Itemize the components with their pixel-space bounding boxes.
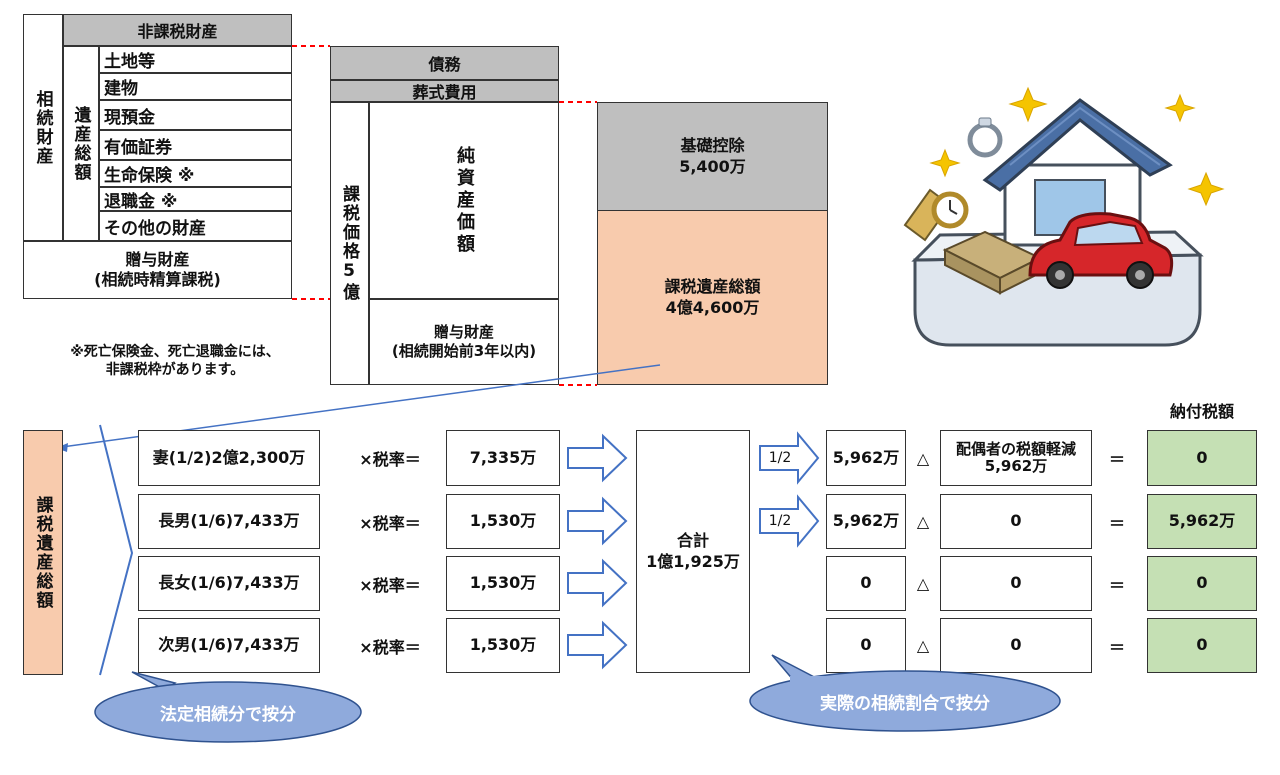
watch-icon	[903, 188, 969, 242]
equals-sign: ＝	[1108, 637, 1125, 657]
callout-statutory-share: 法定相続分で按分	[160, 704, 296, 725]
item-retirement: 退職金 ※	[99, 187, 292, 212]
payable-tax: 0	[1147, 618, 1257, 673]
gift-property-settlement: 贈与財産 (相続時精算課税)	[23, 241, 292, 299]
share-amount: 0	[826, 556, 906, 611]
ratio-label: 1/2	[768, 450, 792, 466]
total-tax-box: 合計 1億1,925万	[636, 430, 750, 673]
sparkle-icon	[929, 148, 961, 178]
item-securities: 有価証券	[99, 130, 292, 160]
tax-amount: 1,530万	[446, 618, 560, 673]
minus-triangle: △	[916, 574, 930, 593]
tax-rate-op: ×税率＝	[359, 575, 421, 595]
taxable-estate-total-box: 課税遺産総額 4億4,600万	[597, 211, 828, 385]
taxable-estate-total-vertical: 課税遺産総額	[23, 430, 63, 675]
gross-estate-label: 遺産総額	[63, 46, 99, 241]
ring-icon	[967, 122, 1003, 158]
tax-reduction: 0	[940, 494, 1092, 549]
item-land: 土地等	[99, 46, 292, 73]
payable-tax: 5,962万	[1147, 494, 1257, 549]
gift-property-3years: 贈与財産 (相続開始前3年以内)	[369, 299, 559, 385]
tax-rate-op: ×税率＝	[359, 450, 421, 469]
tax-amount: 1,530万	[446, 556, 560, 611]
minus-triangle: △	[916, 512, 930, 531]
basic-deduction-box: 基礎控除 5,400万	[597, 102, 828, 211]
taxable-price-label: 課税価格5億	[330, 102, 369, 385]
sparkle-icon	[1164, 93, 1196, 123]
payable-tax-header: 納付税額	[1169, 402, 1234, 421]
share-amount: 5,962万	[826, 494, 906, 549]
inheritance-property-label: 相続財産	[23, 14, 63, 241]
funeral-expenses-header: 葬式費用	[330, 80, 559, 102]
item-life-insurance: 生命保険 ※	[99, 160, 292, 187]
tax-rate-op: ×税率＝	[359, 513, 421, 533]
sparkle-icon	[1008, 86, 1048, 123]
car-icon	[1028, 212, 1174, 289]
roof-icon	[982, 98, 1173, 192]
equals-sign: ＝	[1108, 513, 1125, 533]
nontaxable-note: ※死亡保険金、死亡退職金には、 非課税枠があります。	[70, 344, 280, 379]
share-amount: 0	[826, 618, 906, 673]
tax-reduction: 0	[940, 556, 1092, 611]
spouse-tax-reduction: 配偶者の税額軽減 5,962万	[940, 430, 1092, 486]
tax-reduction: 0	[940, 618, 1092, 673]
minus-triangle: △	[916, 448, 930, 468]
callout-actual-share: 実際の相続割合で按分	[820, 693, 990, 714]
right-arrow-icon	[567, 433, 628, 483]
distribution-bracket	[99, 424, 134, 676]
item-cash-deposit: 現預金	[99, 100, 292, 130]
equals-sign: ＝	[1108, 575, 1125, 595]
right-arrow-icon	[567, 496, 628, 546]
debt-header: 債務	[330, 46, 559, 80]
item-building: 建物	[99, 73, 292, 100]
minus-triangle: △	[916, 636, 930, 655]
right-arrow-icon	[567, 558, 628, 608]
payable-tax: 0	[1147, 556, 1257, 611]
heir-second-son: 次男(1/6)7,433万	[138, 618, 320, 673]
tax-rate-op: ×税率＝	[359, 637, 421, 657]
money-stack-icon	[942, 230, 1043, 295]
share-amount: 5,962万	[826, 430, 906, 486]
tax-amount: 7,335万	[446, 430, 560, 486]
tax-amount: 1,530万	[446, 494, 560, 549]
sparkle-icon	[1187, 171, 1225, 207]
heir-eldest-daughter: 長女(1/6)7,433万	[138, 556, 320, 611]
equals-sign: ＝	[1108, 450, 1125, 469]
item-other-property: その他の財産	[99, 211, 292, 241]
heir-eldest-son: 長男(1/6)7,433万	[138, 494, 320, 549]
heir-wife: 妻(1/2)2億2,300万	[138, 430, 320, 486]
right-arrow-icon	[567, 620, 628, 670]
nontaxable-header: 非課税財産	[63, 14, 292, 46]
payable-tax: 0	[1147, 430, 1257, 486]
net-asset-value-label: 純資産価額	[369, 102, 559, 299]
ratio-label: 1/2	[768, 513, 792, 529]
